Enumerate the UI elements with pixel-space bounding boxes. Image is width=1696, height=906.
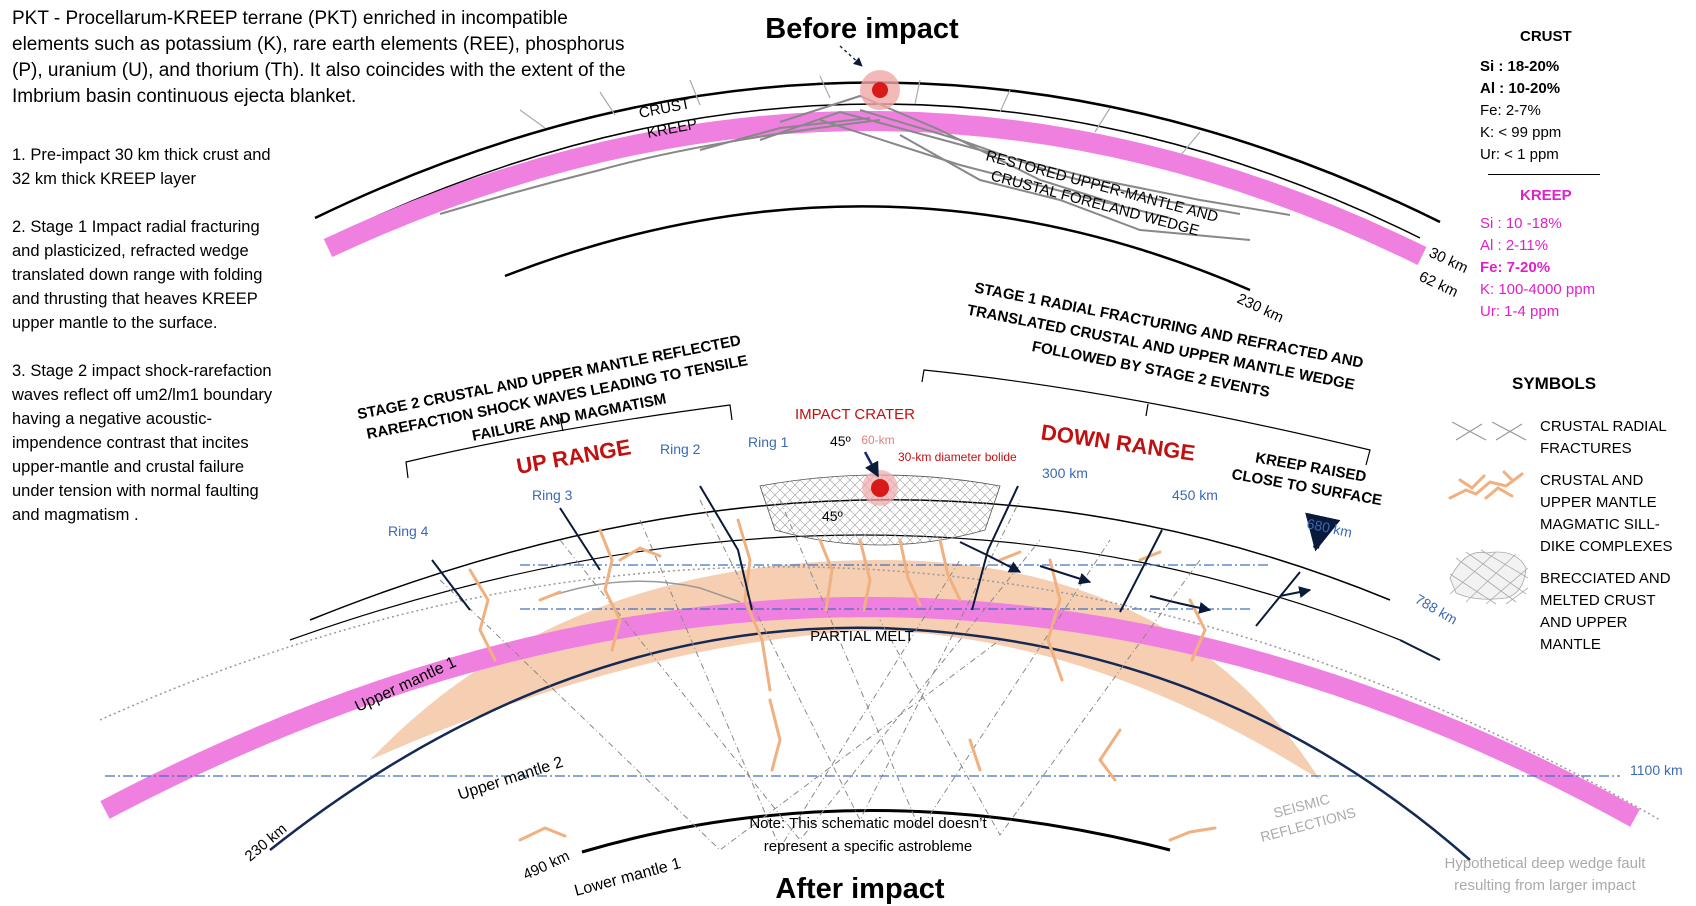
symbols-swatches: [1448, 421, 1529, 605]
hypothetical-fault-label-1: Hypothetical deep wedge fault: [1445, 855, 1647, 872]
impact-angle-label: 45º: [830, 433, 851, 449]
crust-item-k: K: < 99 ppm: [1480, 124, 1562, 141]
before-impact-point: [872, 82, 888, 98]
bolide-label: 30-km diameter bolide: [898, 450, 1017, 464]
after-impact-title: After impact: [775, 873, 945, 905]
before-62km-label: 62 km: [1416, 268, 1460, 301]
before-kreep-layer: [323, 110, 1427, 265]
crust-item-si: Si : 18-20%: [1480, 58, 1560, 75]
note-line-1: Note: This schematic model doesn’t: [749, 815, 987, 832]
sixty-km-label: 60-km: [861, 433, 894, 447]
step-1: 1. Pre-impact 30 km thick crust and 32 k…: [12, 146, 271, 188]
before-impact-pointer: [839, 45, 863, 67]
crust-item-fe: Fe: 2-7%: [1480, 102, 1541, 119]
stage-steps: 1. Pre-impact 30 km thick crust and 32 k…: [12, 143, 280, 551]
magmatic-sill-symbol-icon: [1448, 470, 1524, 500]
down-distance-450: 450 km: [1172, 487, 1218, 503]
ring-1-label: Ring 1: [748, 434, 789, 450]
before-wedge-lines: [439, 94, 1291, 241]
breccia-symbol-icon: [1449, 549, 1529, 605]
stage2-bracket: [405, 404, 733, 479]
partial-melt-band: [370, 560, 1320, 780]
crust-legend-title: CRUST: [1520, 28, 1572, 45]
impact-bolide: [871, 479, 889, 497]
after-230km-label: 230 km: [242, 820, 291, 865]
kreep-legend-title: KREEP: [1520, 187, 1572, 204]
crust-composition-legend: CRUST Si : 18-20% Al : 10-20% Fe: 2-7% K…: [1480, 26, 1630, 175]
step-2: 2. Stage 1 Impact radial fracturing and …: [12, 218, 263, 332]
normal-faults: [431, 485, 1441, 661]
kreep-item-fe: Fe: 7-20%: [1480, 259, 1551, 276]
partial-melt-label: PARTIAL MELT: [810, 628, 914, 645]
ring-3-label: Ring 3: [532, 487, 573, 503]
after-1100km-label: 1100 km: [1630, 762, 1683, 778]
crust-item-al: Al : 10-20%: [1480, 80, 1561, 97]
magmatic-dikes: [468, 518, 1217, 842]
down-range-label: DOWN RANGE: [1039, 419, 1196, 465]
ring-4-label: Ring 4: [388, 523, 429, 539]
before-230km-label: 230 km: [1234, 290, 1286, 326]
note-line-2: represent a specific astrobleme: [764, 838, 972, 855]
thrust-arrows: [959, 541, 1312, 614]
symbol-label-fractures: CRUSTAL RADIAL FRACTURES: [1540, 418, 1667, 457]
before-radial-fractures: [519, 75, 1201, 157]
step-3: 3. Stage 2 impact shock-rarefaction wave…: [12, 362, 273, 524]
lower-mantle-1-label: Lower mantle 1: [573, 855, 683, 900]
upper-mantle-2-label: Upper mantle 2: [456, 754, 565, 804]
intro-paragraph: PKT - Procellarum-KREEP terrane (PKT) en…: [12, 8, 626, 107]
hypothetical-fault-label-2: resulting from larger impact: [1454, 877, 1637, 894]
impact-trajectory-arrow: [863, 451, 880, 478]
kreep-composition-legend: KREEP Si : 10 -18% Al : 2-11% Fe: 7-20% …: [1480, 185, 1660, 323]
up-range-label: UP RANGE: [515, 434, 633, 479]
kreep-raised-arrow: [1305, 512, 1341, 552]
impact-crater-label: IMPACT CRATER: [795, 406, 915, 423]
kreep-item-si: Si : 10 -18%: [1480, 215, 1562, 232]
before-impact-title: Before impact: [765, 13, 959, 45]
um1-um2-boundary: [269, 626, 1471, 861]
um2-lm1-boundary: [581, 809, 1171, 854]
crater-angle-label: 45º: [822, 508, 843, 524]
kreep-item-k: K: 100-4000 ppm: [1480, 281, 1596, 298]
symbols-title: SYMBOLS: [1512, 374, 1597, 393]
symbol-label-breccia: BRECCIATED AND MELTED CRUST AND UPPER MA…: [1540, 570, 1671, 653]
outer-envelope-dotted: [99, 566, 1661, 821]
stage2-label: STAGE 2 CRUSTAL AND UPPER MANTLE REFLECT…: [356, 332, 749, 445]
down-distance-680: 680 km: [1305, 515, 1353, 540]
stage2-bracket-tick: [559, 417, 564, 432]
crust-item-ur: Ur: < 1 ppm: [1480, 146, 1559, 163]
down-distance-788: 788 km: [1413, 591, 1461, 628]
radial-fracture-symbol-icon: [1451, 421, 1527, 441]
breccia-zone: [759, 474, 1001, 546]
stage1-bracket-tick: [1145, 403, 1149, 417]
kreep-raised-label: KREEP RAISED CLOSE TO SURFACE: [1230, 449, 1383, 509]
symbol-label-magmatic: CRUSTAL AND UPPER MANTLE MAGMATIC SILL-D…: [1540, 472, 1673, 555]
before-230km-arc: [504, 205, 1251, 292]
down-distance-300: 300 km: [1042, 465, 1088, 481]
after-490km-label: 490 km: [521, 847, 573, 883]
kreep-item-al: Al : 2-11%: [1480, 237, 1549, 254]
ring-2-label: Ring 2: [660, 441, 701, 457]
after-kreep-band: [100, 597, 1640, 827]
kreep-item-ur: Ur: 1-4 ppm: [1480, 303, 1560, 320]
stage1-bracket: [921, 369, 1371, 466]
legend-divider: [1488, 174, 1600, 175]
